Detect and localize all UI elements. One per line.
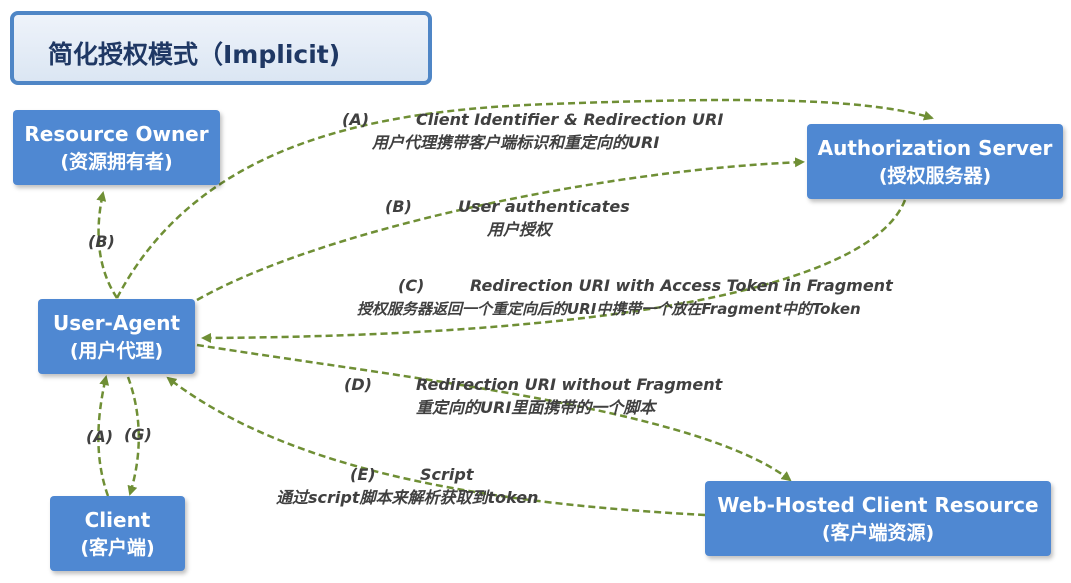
web-hosted-client-resource-node: Web-Hosted Client Resource (客户端资源) bbox=[705, 481, 1051, 556]
flow-a-english: Client Identifier & Redirection URI bbox=[416, 110, 724, 129]
flow-b-owner-step: (B) bbox=[88, 232, 115, 251]
client-node: Client (客户端) bbox=[50, 496, 185, 571]
arrow-e-web-to-ua bbox=[166, 376, 706, 517]
arrow-a-client-to-ua bbox=[97, 375, 110, 497]
user-agent-node: User-Agent (用户代理) bbox=[38, 299, 195, 374]
web-hosted-title: Web-Hosted Client Resource bbox=[717, 492, 1039, 517]
arrow-b-ua-to-owner bbox=[96, 191, 119, 299]
flow-a-chinese: 用户代理携带客户端标识和重定向的URI bbox=[372, 133, 660, 152]
user-agent-subtitle: (用户代理) bbox=[69, 339, 164, 362]
authorization-server-subtitle: (授权服务器) bbox=[878, 164, 992, 187]
arrow-c-as-to-ua bbox=[201, 199, 907, 343]
arrow-b-ua-to-as bbox=[196, 157, 805, 302]
arrow-a-ua-to-as bbox=[115, 98, 934, 299]
flow-b-english: User authenticates bbox=[458, 197, 630, 216]
resource-owner-node: Resource Owner (资源拥有者) bbox=[13, 110, 220, 185]
authorization-server-node: Authorization Server (授权服务器) bbox=[807, 124, 1063, 199]
user-agent-title: User-Agent bbox=[52, 310, 181, 335]
flow-b-step: (B) bbox=[385, 197, 412, 216]
arrow-g-ua-to-client bbox=[126, 376, 140, 496]
flow-b-chinese: 用户授权 bbox=[487, 220, 552, 239]
flow-e-chinese: 通过script脚本来解析获取到token bbox=[276, 488, 539, 507]
flow-c-english: Redirection URI with Access Token in Fra… bbox=[470, 276, 893, 295]
web-hosted-subtitle: (客户端资源) bbox=[821, 521, 935, 544]
title-box: 简化授权模式（Implicit) bbox=[10, 11, 432, 85]
resource-owner-subtitle: (资源拥有者) bbox=[60, 150, 173, 173]
flow-a-client-step: (A) bbox=[86, 427, 114, 446]
flow-e-step: (E) bbox=[350, 465, 376, 484]
flow-g-client-step: (G) bbox=[124, 425, 152, 444]
flow-c-step: (C) bbox=[398, 276, 425, 295]
authorization-server-title: Authorization Server bbox=[817, 135, 1053, 160]
flow-e-english: Script bbox=[420, 465, 474, 484]
client-title: Client bbox=[84, 507, 151, 532]
client-subtitle: (客户端) bbox=[80, 536, 155, 559]
page-title: 简化授权模式（Implicit) bbox=[48, 40, 341, 69]
resource-owner-title: Resource Owner bbox=[24, 121, 209, 146]
flow-d-step: (D) bbox=[344, 375, 372, 394]
flow-d-english: Redirection URI without Fragment bbox=[416, 375, 723, 394]
arrow-d-ua-to-web bbox=[196, 343, 792, 482]
flow-d-chinese: 重定向的URI里面携带的一个脚本 bbox=[416, 398, 656, 417]
flow-a-step: (A) bbox=[342, 110, 370, 129]
flow-c-chinese: 授权服务器返回一个重定向后的URI中携带一个放在Fragment中的Token bbox=[357, 300, 861, 318]
